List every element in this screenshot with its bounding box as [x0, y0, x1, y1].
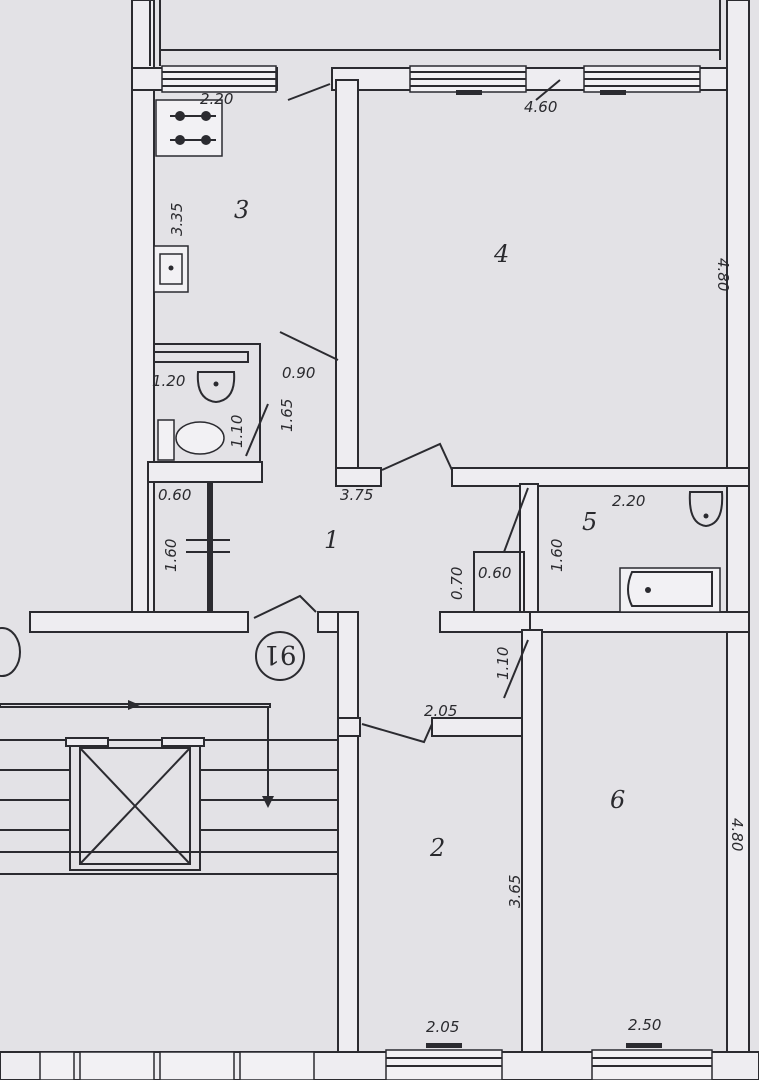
dim-wc-1-10: 1.10 [228, 415, 246, 448]
dim-room4-side: 4.80 [714, 258, 732, 291]
dim-wc-1-20: 1.20 [152, 372, 185, 390]
room-label-1: 1 [324, 526, 339, 554]
dim-door-0-90: 0.90 [282, 364, 315, 382]
dim-kitchen-top: 2.20 [200, 90, 233, 108]
dim-niche-0-70: 0.70 [448, 567, 466, 600]
doors [245, 79, 561, 744]
apartment-number-badge: 91 [255, 631, 305, 681]
dim-hall-3-75: 3.75 [340, 486, 373, 504]
stove-icon [155, 99, 223, 157]
closet-bars-icon [186, 539, 230, 553]
apartment-number: 91 [263, 639, 296, 669]
dim-closet-1-60: 1.60 [162, 539, 180, 572]
window-room4-left [409, 65, 527, 95]
dim-wc-1-65: 1.65 [278, 399, 296, 432]
dim-bath-2-20: 2.20 [612, 492, 645, 510]
room-label-2: 2 [429, 834, 445, 862]
dim-closet-0-60: 0.60 [158, 486, 191, 504]
dim-room2-side: 3.65 [506, 875, 524, 908]
dim-room6-side: 4.80 [728, 818, 746, 851]
dim-room2-bottom: 2.05 [426, 1018, 459, 1036]
dim-kitchen-side: 3.35 [168, 203, 186, 236]
stairwell [0, 627, 338, 875]
window-stairwell [39, 1051, 315, 1080]
window-room2 [385, 1043, 503, 1080]
dim-room4-top: 4.60 [524, 98, 557, 116]
dim-room6-bottom: 2.50 [628, 1016, 661, 1034]
dim-room2-top: 2.05 [424, 702, 457, 720]
room-labels: 1 2 3 4 5 6 [234, 196, 625, 862]
washbasin-icon [196, 371, 236, 404]
bathtub-icon [619, 567, 721, 613]
window-room4-right [583, 65, 701, 95]
dim-bath-1-60: 1.60 [548, 539, 566, 572]
room-label-4: 4 [493, 240, 509, 268]
room-label-6: 6 [610, 786, 625, 814]
dim-niche-0-60: 0.60 [478, 564, 511, 582]
windows [39, 65, 713, 1080]
dimension-labels: 2.20 3.35 4.60 4.80 0.90 1.20 1.10 1.65 … [152, 90, 746, 1036]
window-room6 [591, 1043, 713, 1080]
kitchen-sink-icon [153, 245, 189, 293]
room-label-3: 3 [234, 196, 249, 224]
bathroom-sink-icon [688, 491, 724, 528]
dim-door-1-10: 1.10 [494, 647, 512, 680]
window-kitchen [161, 65, 277, 93]
toilet-icon [157, 419, 225, 461]
room-label-5: 5 [582, 508, 597, 536]
